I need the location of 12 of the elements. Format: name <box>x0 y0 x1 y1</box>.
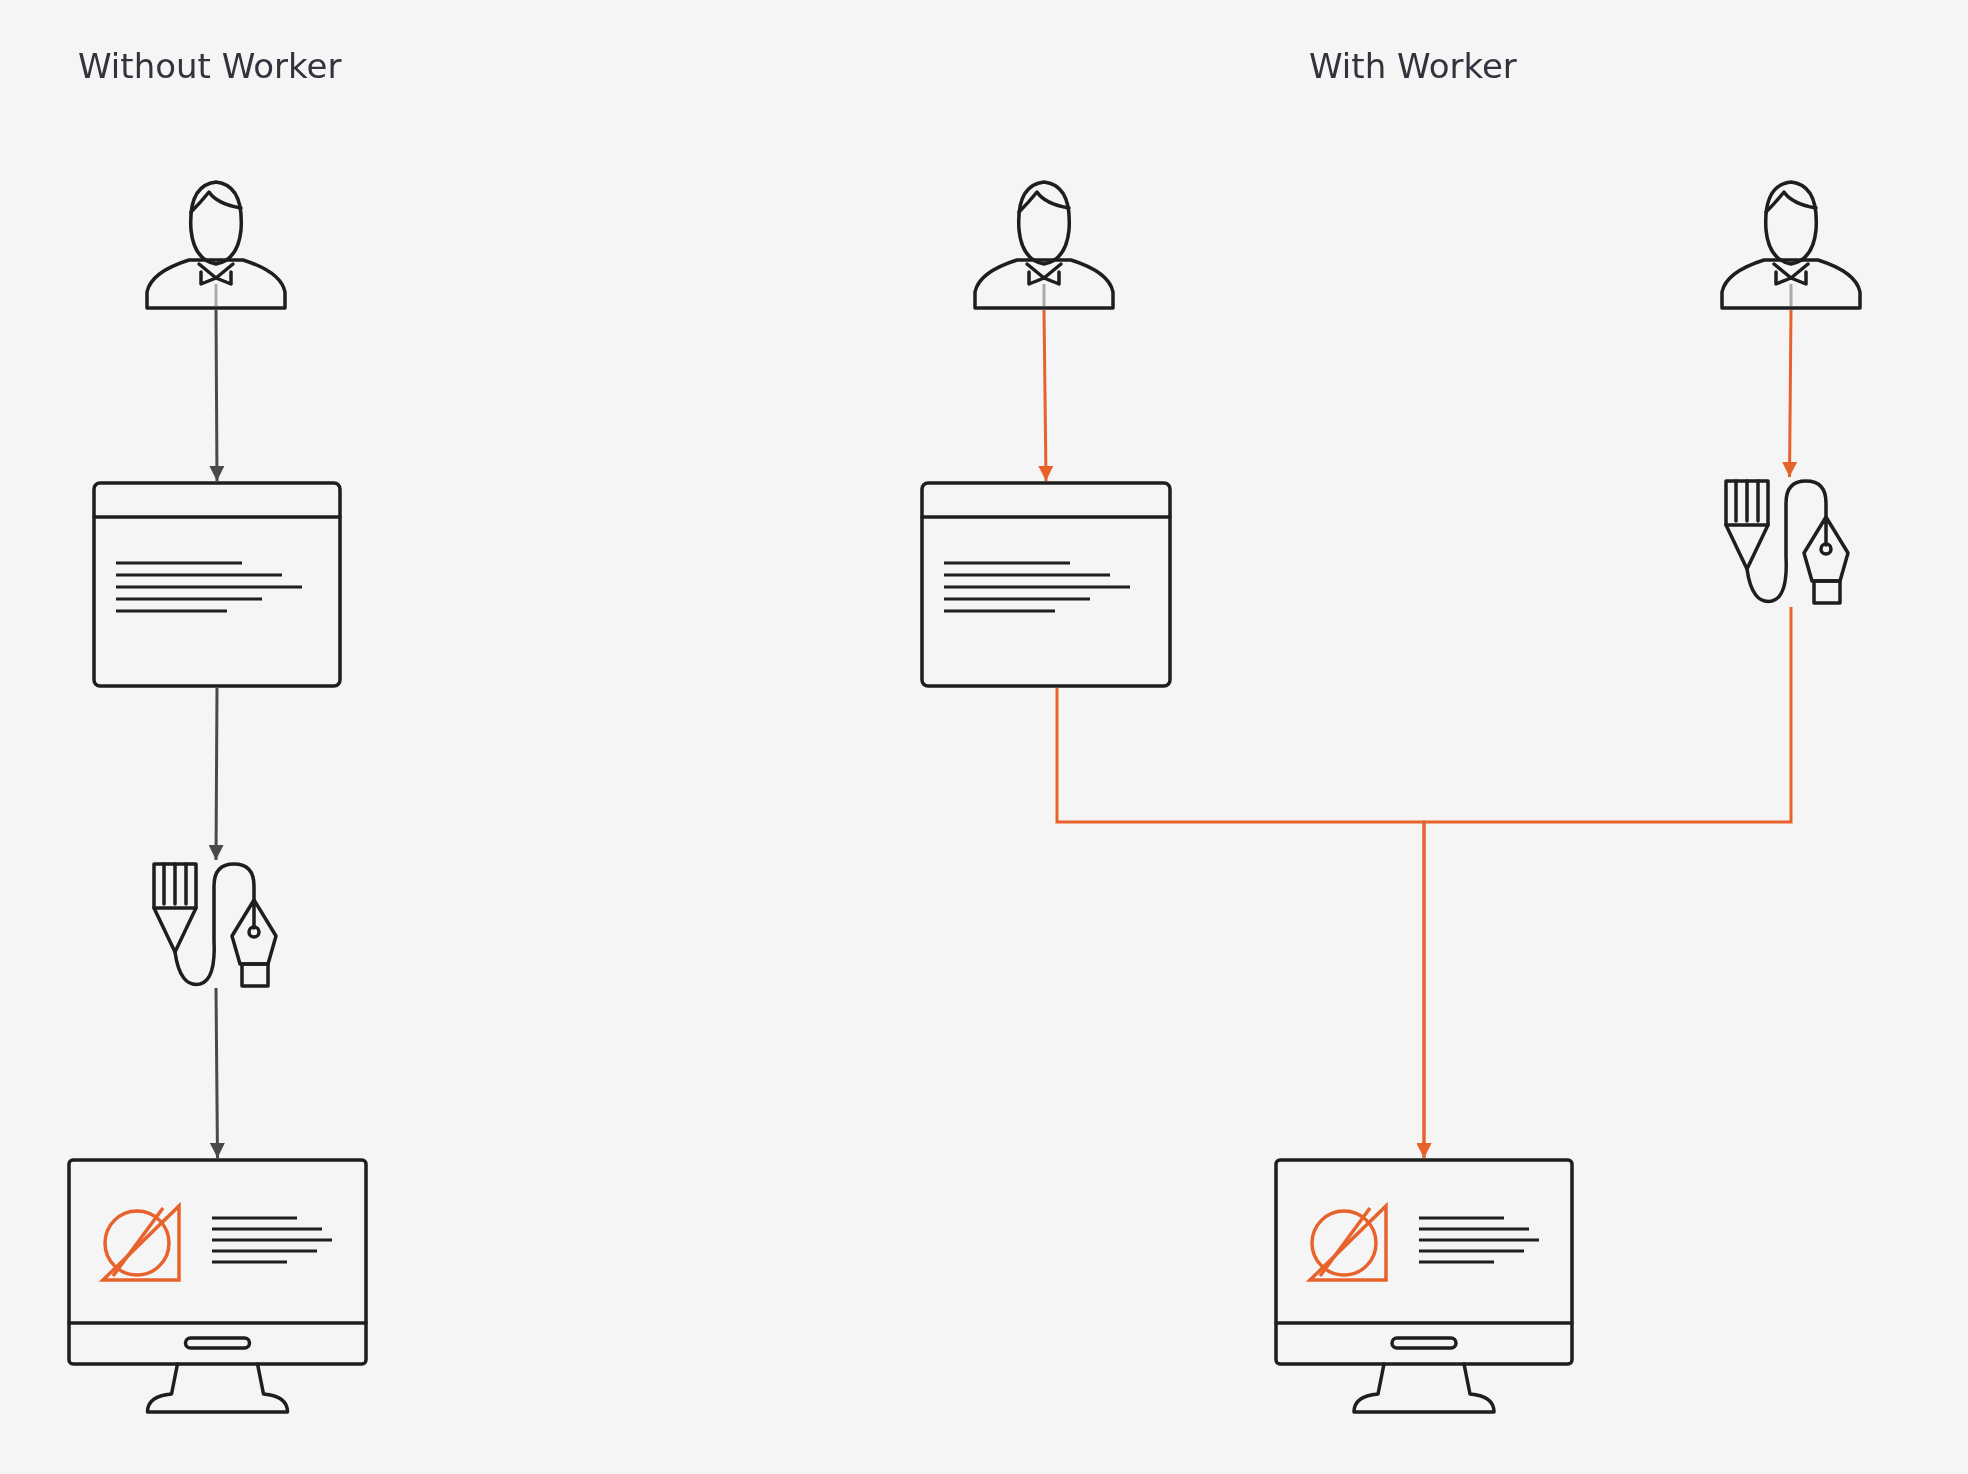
arrow <box>209 988 225 1158</box>
monitor-icon <box>1274 1158 1574 1414</box>
arrow <box>1782 310 1798 477</box>
window-icon <box>920 481 1172 688</box>
column-heading: With Worker <box>1309 46 1517 86</box>
window-icon <box>92 481 342 688</box>
arrow <box>208 688 224 860</box>
arrow <box>1416 607 1793 1158</box>
arrow <box>1038 310 1054 481</box>
column-heading: Without Worker <box>78 46 342 86</box>
arrow <box>209 310 225 481</box>
monitor-icon <box>67 1158 368 1414</box>
